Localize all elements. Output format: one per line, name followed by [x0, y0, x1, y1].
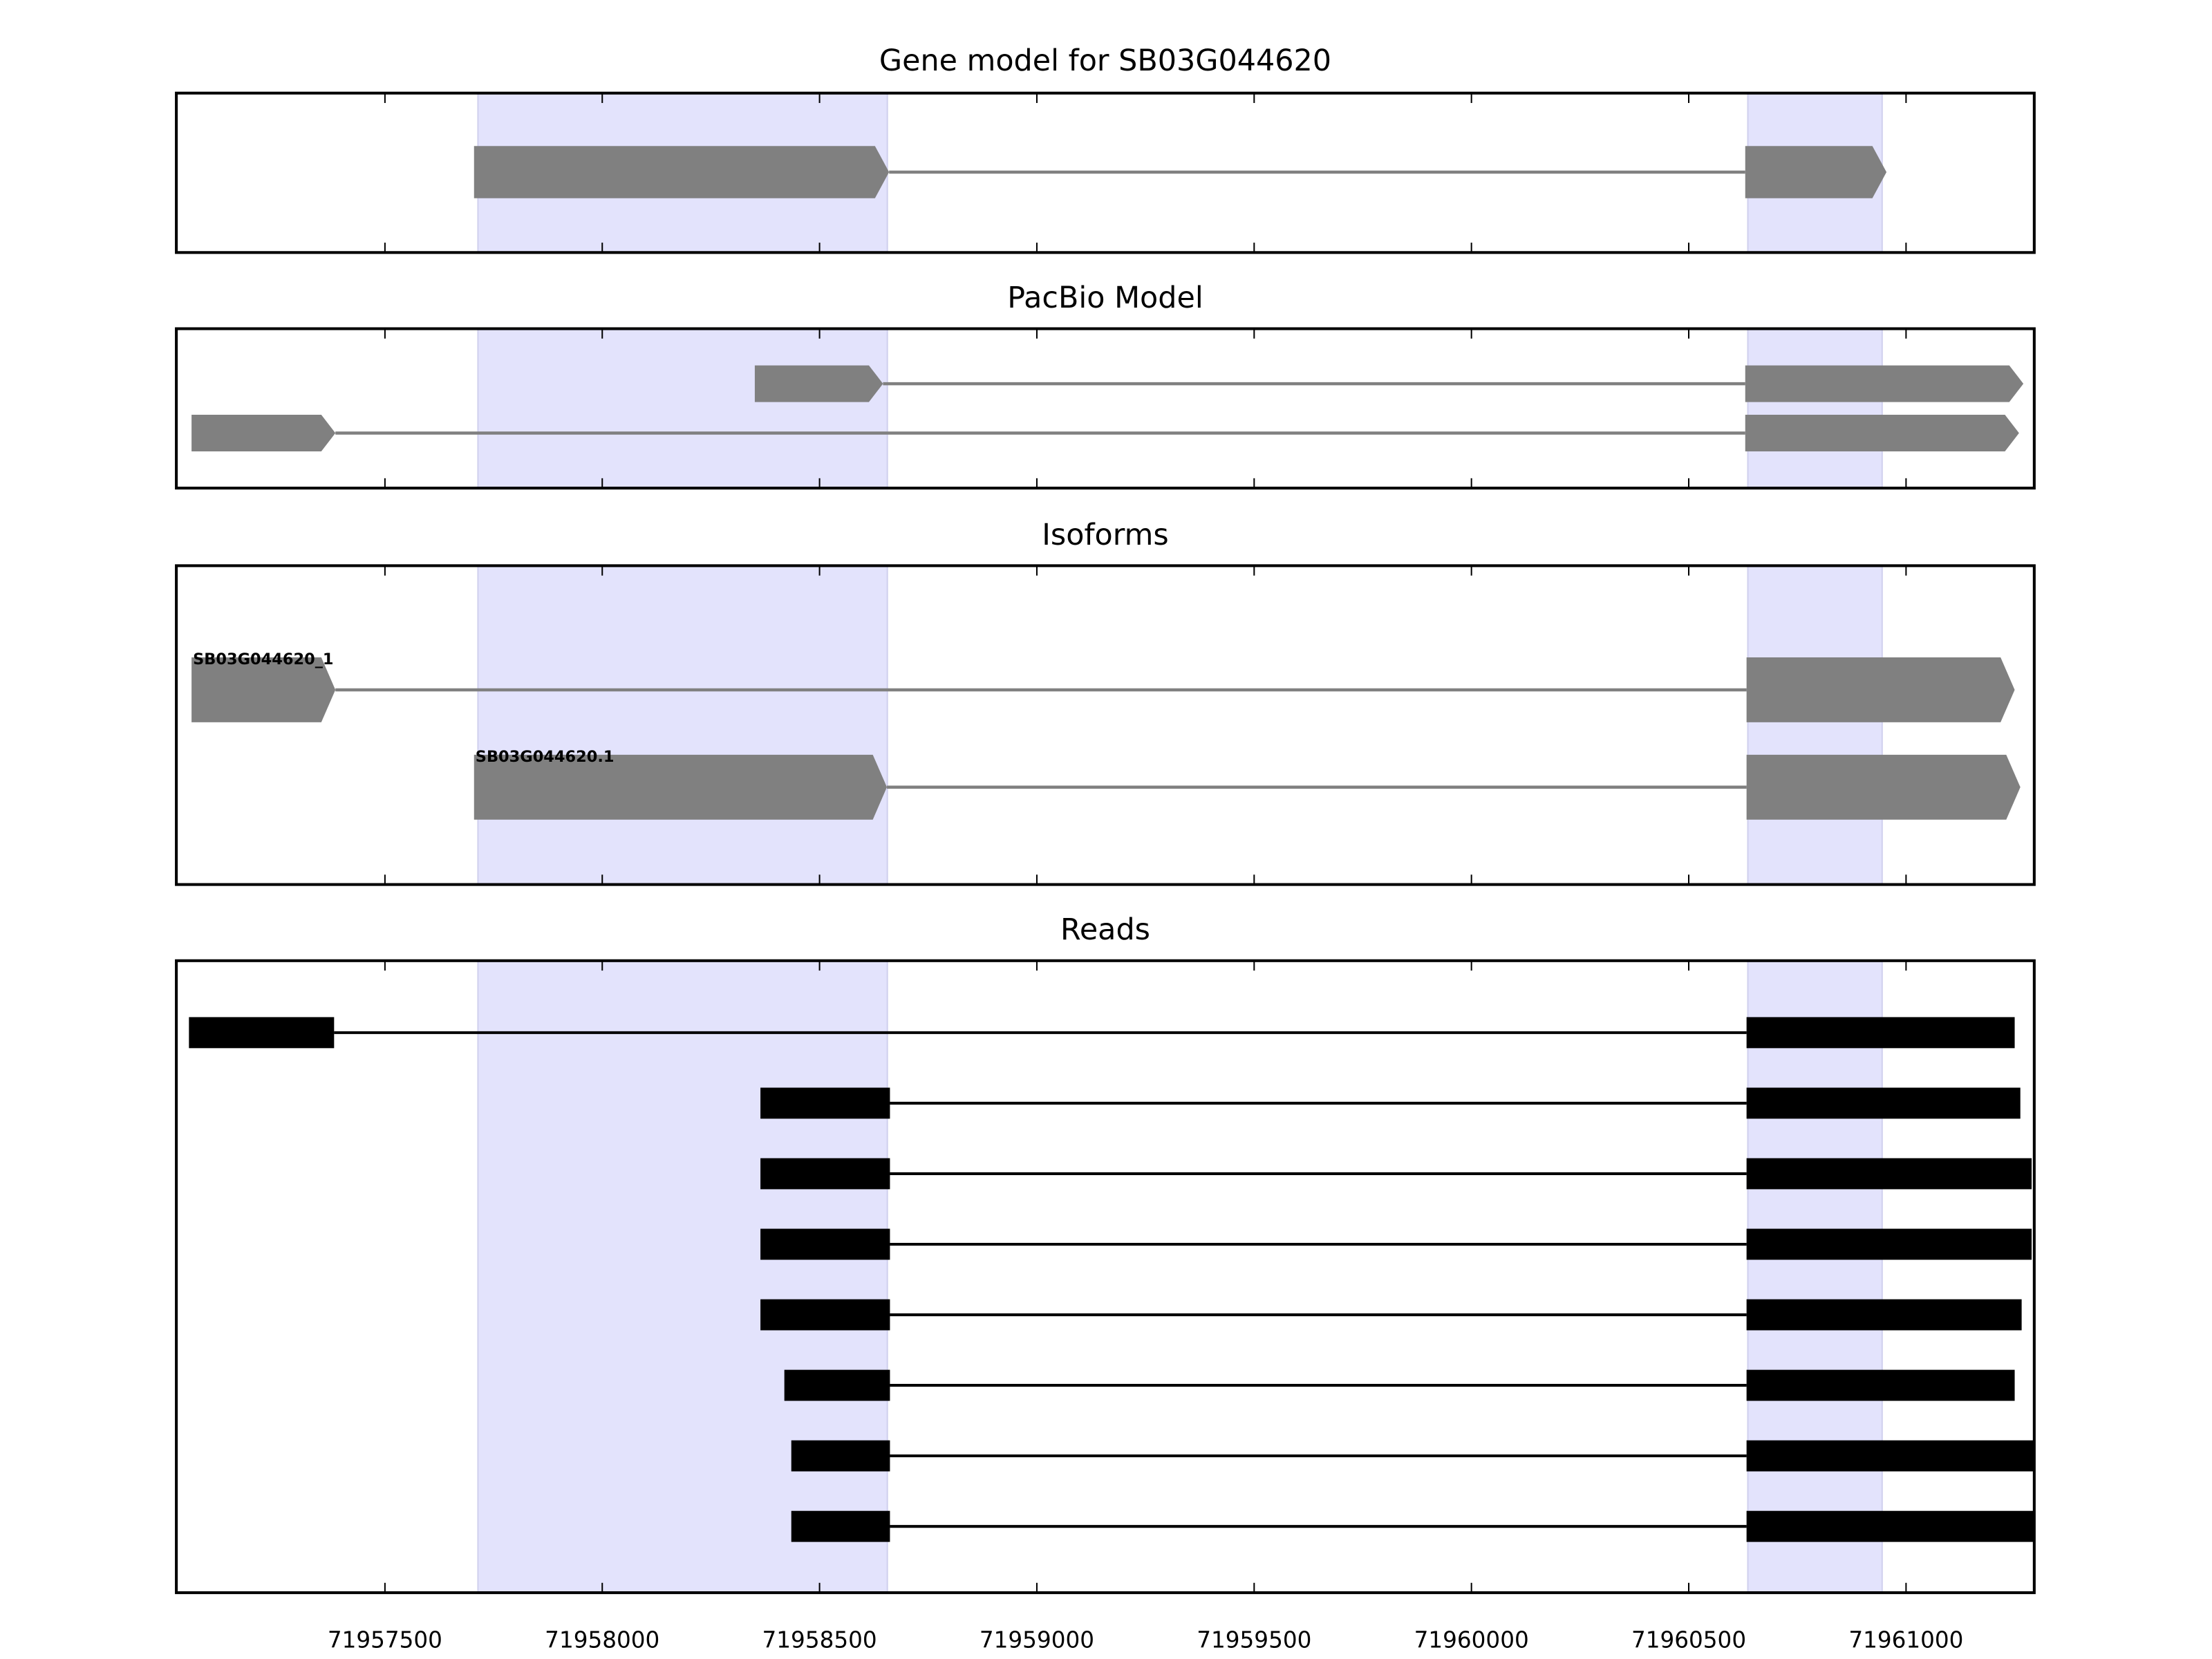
- read-exon: [1746, 1228, 2032, 1260]
- x-tick-label: 71958000: [545, 1627, 659, 1653]
- panel-title: PacBio Model: [1007, 281, 1203, 315]
- read-exon: [1746, 1017, 2015, 1049]
- read-exon: [784, 1369, 890, 1401]
- isoform-label: SB03G044620_1: [193, 650, 333, 668]
- highlight-region: [477, 328, 888, 489]
- read-exon: [791, 1440, 890, 1472]
- read-exon: [760, 1228, 890, 1260]
- x-tick-label: 71959500: [1197, 1627, 1311, 1653]
- read-exon: [791, 1510, 890, 1542]
- exon-arrow: [754, 365, 883, 402]
- panel-1: PacBio Model: [175, 281, 2036, 490]
- exon-arrow: [191, 657, 336, 722]
- isoform-label: SB03G044620.1: [476, 748, 615, 766]
- x-tick-label: 71958500: [762, 1627, 877, 1653]
- highlight-region: [477, 960, 888, 1593]
- read-exon: [1746, 1440, 2034, 1472]
- exon-arrow: [1746, 754, 2021, 820]
- exon-arrow: [1745, 146, 1887, 198]
- panel-3: Reads: [175, 912, 2036, 1595]
- panel-frame: [175, 564, 2036, 886]
- exon-arrow: [1746, 657, 2015, 722]
- highlight-region: [1747, 565, 1883, 885]
- x-tick-label: 71957500: [328, 1627, 442, 1653]
- panel-0: Gene model for SB03G044620: [175, 44, 2036, 254]
- x-tick-label: 71960000: [1414, 1627, 1529, 1653]
- panel-plot-area: [474, 93, 1887, 253]
- x-tick-label: 71960500: [1631, 1627, 1746, 1653]
- read-exon: [1746, 1369, 2015, 1401]
- read-exon: [760, 1087, 890, 1119]
- exon-arrow: [1745, 415, 2019, 452]
- read-exon: [1746, 1158, 2032, 1190]
- exon-arrow: [474, 146, 890, 198]
- panel-frame: [175, 91, 2036, 254]
- read-exon: [1746, 1299, 2022, 1331]
- panel-frame: [175, 327, 2036, 490]
- panel-title: Gene model for SB03G044620: [879, 44, 1331, 78]
- highlight-region: [1747, 960, 1883, 1593]
- read-exon: [1746, 1087, 2021, 1119]
- panel-title: Reads: [1060, 912, 1150, 947]
- read-exon: [760, 1158, 890, 1190]
- exon-arrow: [1745, 365, 2024, 402]
- read-exon: [1746, 1510, 2034, 1542]
- exon-arrow: [474, 754, 888, 820]
- panel-plot-area: [189, 960, 2034, 1593]
- highlight-region: [477, 565, 888, 885]
- highlight-region: [1747, 328, 1883, 489]
- exon-arrow: [191, 415, 336, 452]
- panel-frame: [175, 959, 2036, 1595]
- read-exon: [760, 1299, 890, 1331]
- panel-plot-area: [191, 565, 2021, 885]
- panel-plot-area: [191, 328, 2024, 489]
- panel-title: Isoforms: [1042, 518, 1168, 552]
- x-tick-label: 71961000: [1848, 1627, 1963, 1653]
- x-tick-label: 71959000: [980, 1627, 1094, 1653]
- read-exon: [189, 1017, 335, 1049]
